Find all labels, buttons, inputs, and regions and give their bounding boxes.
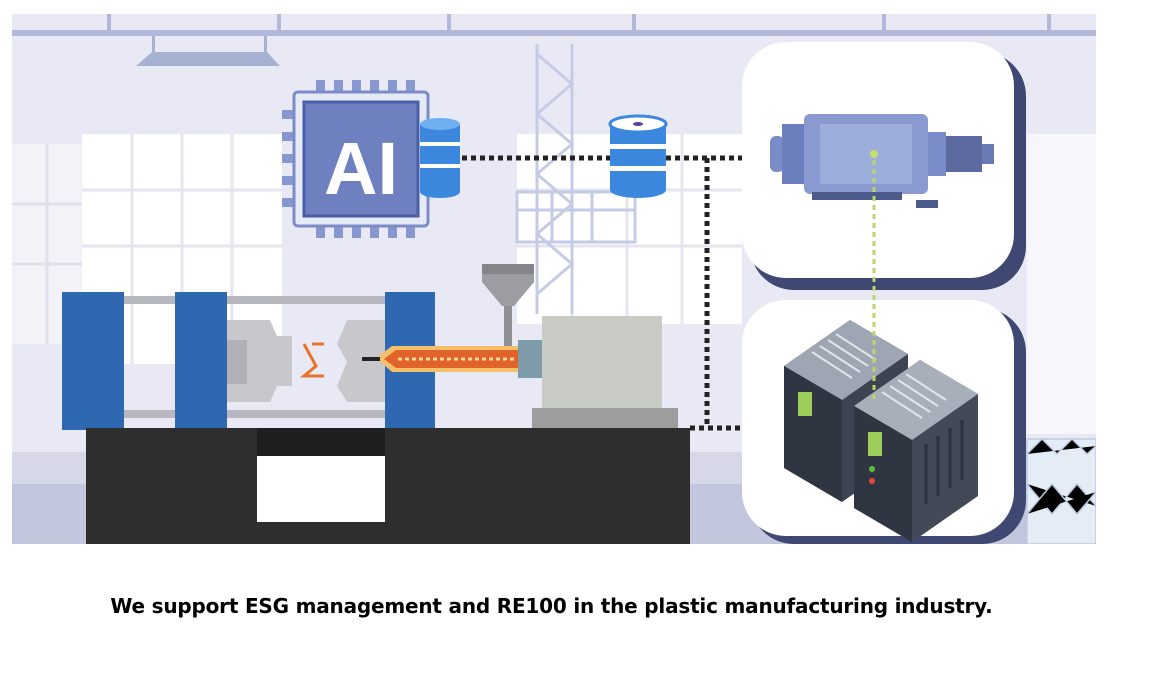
motor-panel [742, 42, 1026, 290]
factory-illustration: AI [12, 14, 1096, 544]
ai-chip-label: AI [324, 127, 398, 210]
ceiling-beam [12, 30, 1096, 36]
ceiling-posts [107, 14, 1051, 36]
ceiling-lamp [136, 52, 280, 66]
database-icon-center [608, 114, 668, 198]
scaffold [515, 44, 637, 314]
caption: We support ESG management and RE100 in t… [110, 594, 993, 618]
inverter-panel [742, 300, 1026, 544]
database-icon-left [420, 118, 460, 198]
ai-chip: AI [282, 80, 430, 238]
data-connector [462, 155, 742, 431]
fence [1026, 437, 1096, 544]
injection-molding-machine [62, 264, 690, 544]
inverter-icon-right [854, 360, 978, 542]
electric-motor-icon [770, 114, 994, 208]
